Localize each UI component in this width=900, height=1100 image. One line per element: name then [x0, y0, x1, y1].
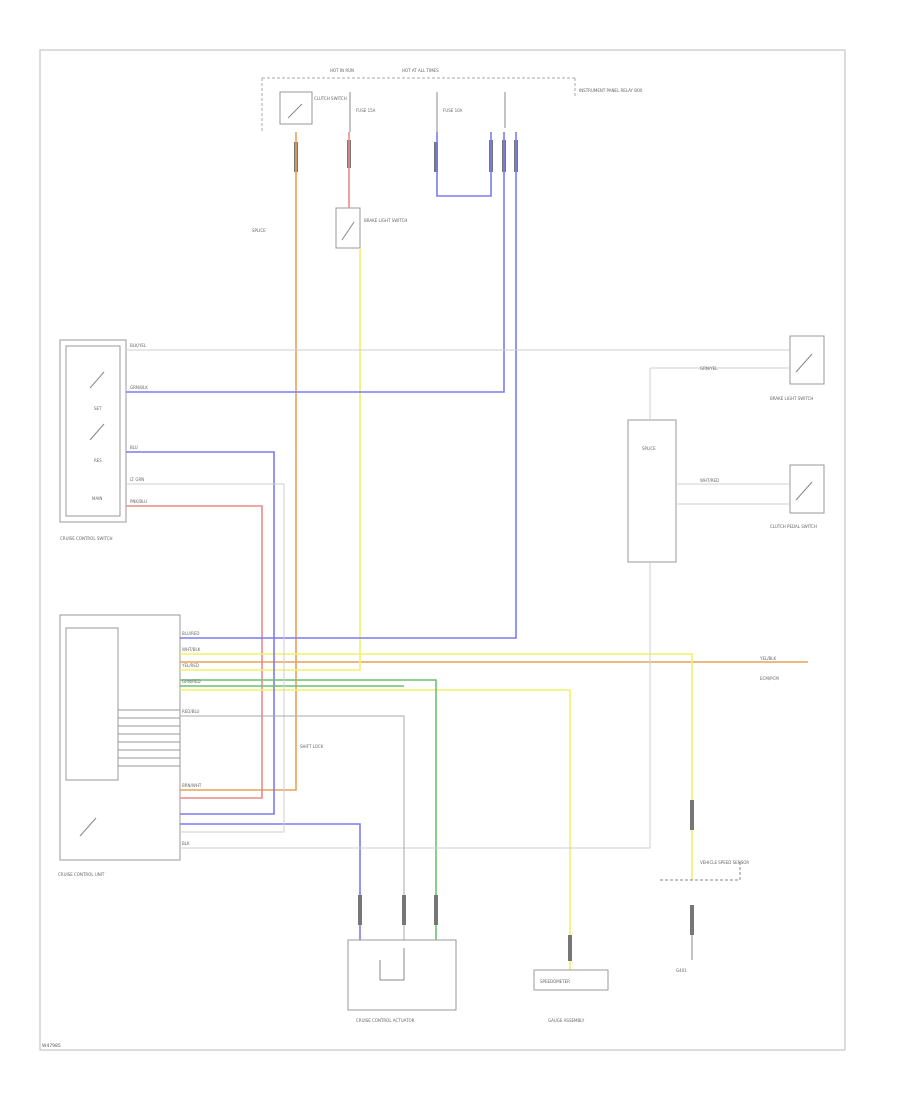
splice-right: SPLICE: [627, 419, 677, 563]
diagram-code: W47985: [42, 1043, 61, 1049]
label-hot-all: HOT AT ALL TIMES: [402, 68, 439, 73]
speedometer: SPEEDOMETER GAUGE ASSEMBLY: [533, 935, 609, 1023]
label-ground: G401: [676, 968, 687, 973]
fuse-box: HOT IN RUN HOT AT ALL TIMES INSTRUMENT P…: [261, 68, 643, 132]
label-speedometer: SPEEDOMETER: [540, 979, 570, 984]
top-connectors: [294, 140, 518, 172]
wire-label-2: GRN/BLK: [130, 385, 148, 390]
wires: [126, 132, 808, 970]
label-fuse-b: FUSE 10A: [443, 108, 463, 113]
label-gauge: GAUGE ASSEMBLY: [548, 1018, 585, 1023]
label-vss: VEHICLE SPEED SENSOR: [700, 860, 749, 865]
cruise-control-switch: SET RES MAIN CRUISE CONTROL SWITCH: [59, 339, 127, 541]
label-brake-sw: BRAKE LIGHT SWITCH: [364, 218, 407, 223]
label-set: SET: [94, 406, 102, 411]
wire-label-3: BLU: [130, 445, 138, 450]
wire-label-12: BLK: [182, 841, 190, 846]
label-res: RES: [94, 458, 102, 463]
wire-label-1: BLK/YEL: [130, 343, 147, 348]
label-splice-b: SPLICE: [642, 446, 656, 451]
label-main: MAIN: [92, 496, 102, 501]
vss-group: VEHICLE SPEED SENSOR G401: [660, 800, 749, 973]
label-splice-a: SPLICE: [252, 228, 266, 233]
label-clutch-top: CLUTCH SWITCH: [314, 96, 347, 101]
cruise-control-unit: CRUISE CONTROL UNIT: [58, 614, 181, 877]
label-brake-sw-right: BRAKE LIGHT SWITCH: [770, 396, 813, 401]
wire-label-13: YEL/BLK: [759, 656, 777, 661]
wire-label-11: BRN/WHT: [182, 783, 202, 788]
wire-label-7: WHT/BLK: [182, 647, 201, 652]
brake-switch-right: BRAKE LIGHT SWITCH: [770, 335, 825, 401]
label-hot-run: HOT IN RUN: [330, 68, 354, 73]
label-clutch-sw-right: CLUTCH PEDAL SWITCH: [770, 524, 817, 529]
label-actuator: CRUISE CONTROL ACTUATOR: [356, 1018, 415, 1023]
wire-label-8: YEL/RED: [181, 663, 199, 668]
wire-label-10: RED/BLU: [182, 709, 200, 714]
wire-label-14: GRN/YEL: [700, 366, 718, 371]
label-fuse-a: FUSE 15A: [356, 108, 376, 113]
clutch-switch-right: CLUTCH PEDAL SWITCH: [770, 464, 825, 529]
wire-labels: BLK/YEL GRN/BLK BLU LT GRN PNK/BLU BLU/R…: [130, 343, 777, 846]
wire-label-5: PNK/BLU: [130, 499, 147, 504]
wire-label-9: GRN/RED: [182, 679, 201, 684]
wire-label-6: BLU/RED: [182, 631, 199, 636]
label-fuse-box: INSTRUMENT PANEL RELAY BOX: [579, 88, 643, 93]
label-cc-unit: CRUISE CONTROL UNIT: [58, 872, 105, 877]
brake-light-switch-top: BRAKE LIGHT SWITCH SPLICE: [252, 207, 407, 249]
label-shift-lock: SHIFT LOCK: [300, 744, 324, 749]
label-cc-switch: CRUISE CONTROL SWITCH: [60, 536, 113, 541]
diagram-frame: [39, 49, 846, 1051]
label-ecm: ECM/PCM: [760, 676, 779, 681]
wire-label-15: WHT/RED: [700, 478, 719, 483]
wire-label-4: LT GRN: [130, 477, 144, 482]
cruise-actuator: CRUISE CONTROL ACTUATOR: [347, 895, 457, 1023]
